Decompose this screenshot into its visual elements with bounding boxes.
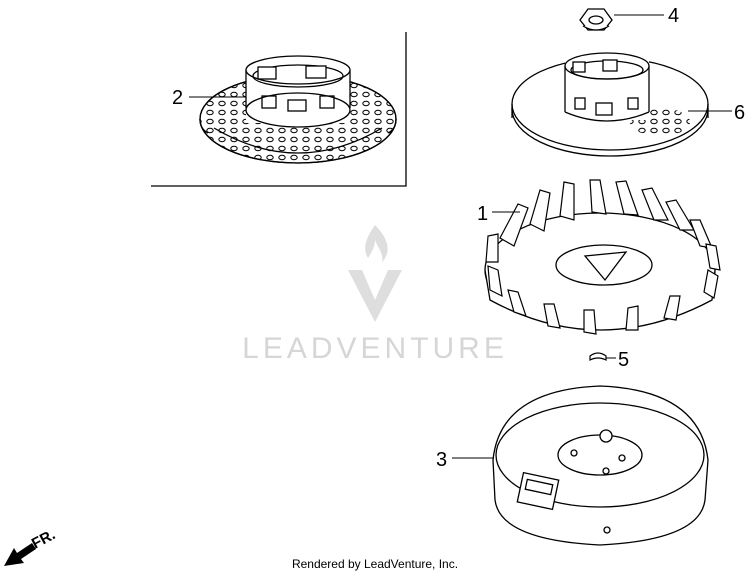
inset-frame [151,32,407,187]
part-5-woodruff-key [589,352,607,361]
fan-fins [485,179,721,335]
callout-5: 5 [618,349,629,371]
part-6-starter-pulley [511,52,709,157]
credit-text: Rendered by LeadVenture, Inc. [291,557,459,571]
watermark: LEADVENTURE [242,225,508,365]
part-1-cooling-fan [484,179,721,335]
callout-1: 1 [477,203,488,225]
front-arrow-icon [4,543,36,566]
part-4-nut [579,8,613,31]
callout-2: 2 [172,87,183,109]
watermark-text: LEADVENTURE [242,332,508,365]
part-2-screen-grid [199,55,397,164]
watermark-logo-icon [348,225,402,322]
callout-4: 4 [668,5,679,27]
callout-6: 6 [734,102,745,124]
part-3-flywheel [492,385,709,546]
leader-lines [189,14,732,459]
callout-3: 3 [436,449,447,471]
